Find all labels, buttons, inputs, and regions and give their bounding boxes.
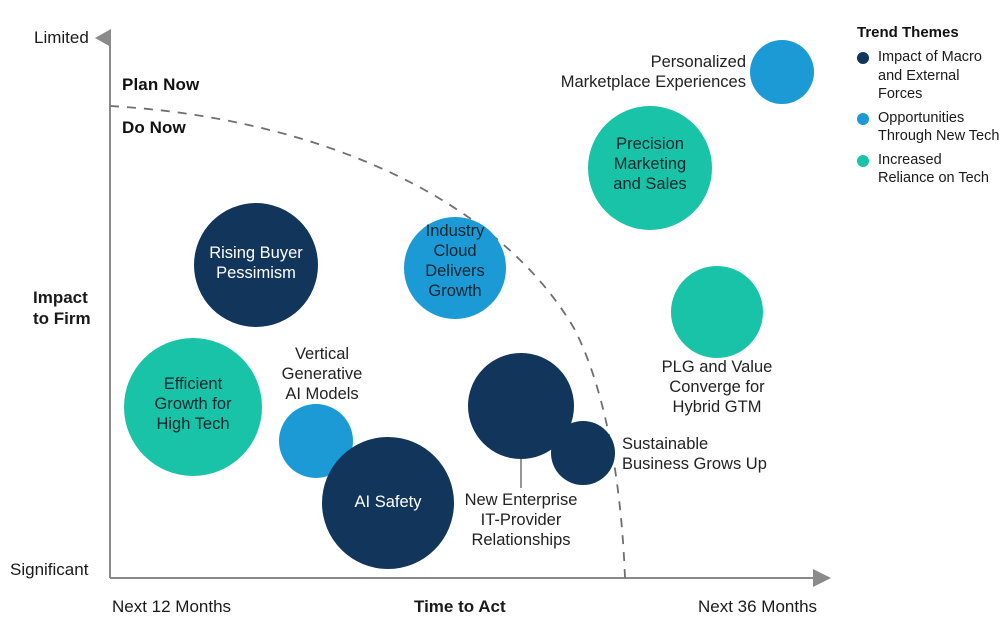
bubble-label-sustainable-business: Sustainable Business Grows Up bbox=[622, 435, 767, 474]
y-axis-top-label: Limited bbox=[34, 28, 89, 47]
bubble-label-industry-cloud: Industry Cloud Delivers Growth bbox=[425, 222, 485, 301]
bubble-label-new-enterprise-it-provider: New Enterprise IT-Provider Relationships bbox=[464, 491, 578, 550]
y-axis-title-line2: to Firm bbox=[33, 309, 91, 328]
y-axis-bottom-label: Significant bbox=[10, 560, 89, 579]
legend-title: Trend Themes bbox=[857, 24, 959, 41]
legend-item-opportunities-new-tech[interactable]: Opportunities Through New Tech bbox=[857, 109, 1000, 146]
bubble-precision-marketing[interactable] bbox=[588, 106, 712, 230]
bubble-vertical-generative-ai[interactable] bbox=[279, 404, 353, 478]
legend-swatch-teal-icon bbox=[857, 154, 869, 167]
legend-item-label: Impact of Macro and External Forces bbox=[878, 49, 982, 103]
bubble-label-efficient-growth: Efficient Growth for High Tech bbox=[154, 375, 232, 434]
bubble-label-personalized-marketplace: Personalized Marketplace Experiences bbox=[560, 53, 746, 92]
legend-item-label: Increased Reliance on Tech bbox=[878, 151, 989, 187]
x-axis-left-label: Next 12 Months bbox=[112, 597, 232, 616]
bubble-label-vertical-generative-ai: Vertical Generative AI Models bbox=[281, 345, 363, 404]
bubble-label-rising-buyer-pessimism: Rising Buyer Pessimism bbox=[209, 244, 303, 283]
bubble-personalized-marketplace[interactable] bbox=[750, 40, 814, 104]
bubble-ai-safety[interactable] bbox=[322, 437, 454, 569]
quadrant-label-do-now: Do Now bbox=[122, 118, 186, 137]
bubble-new-enterprise-it-provider[interactable] bbox=[468, 353, 574, 459]
legend-item-impact-macro[interactable]: Impact of Macro and External Forces bbox=[857, 48, 1000, 104]
bubble-label-precision-marketing: Precision Marketing and Sales bbox=[613, 135, 687, 194]
legend: Trend Themes Impact of Macro and Externa… bbox=[857, 24, 1000, 193]
bubble-industry-cloud[interactable] bbox=[404, 217, 506, 319]
bubble-plg-value[interactable] bbox=[671, 266, 763, 358]
bubble-sustainable-business[interactable] bbox=[551, 421, 615, 485]
y-axis-title-line1: Impact bbox=[33, 288, 88, 307]
bubble-label-plg-value: PLG and Value Converge for Hybrid GTM bbox=[661, 358, 773, 417]
quadrant-label-plan-now: Plan Now bbox=[122, 75, 200, 94]
x-axis-right-label: Next 36 Months bbox=[698, 597, 818, 616]
bubble-rising-buyer-pessimism[interactable] bbox=[194, 203, 318, 327]
legend-swatch-navy-icon bbox=[857, 52, 869, 64]
legend-swatch-blue-icon bbox=[857, 112, 869, 125]
legend-item-label: Opportunities Through New Tech bbox=[878, 109, 1000, 145]
bubble-label-ai-safety: AI Safety bbox=[354, 493, 422, 511]
legend-item-increased-reliance-tech[interactable]: Increased Reliance on Tech bbox=[857, 151, 1000, 188]
x-axis-title: Time to Act bbox=[414, 597, 506, 616]
bubble-efficient-growth[interactable] bbox=[124, 338, 262, 476]
